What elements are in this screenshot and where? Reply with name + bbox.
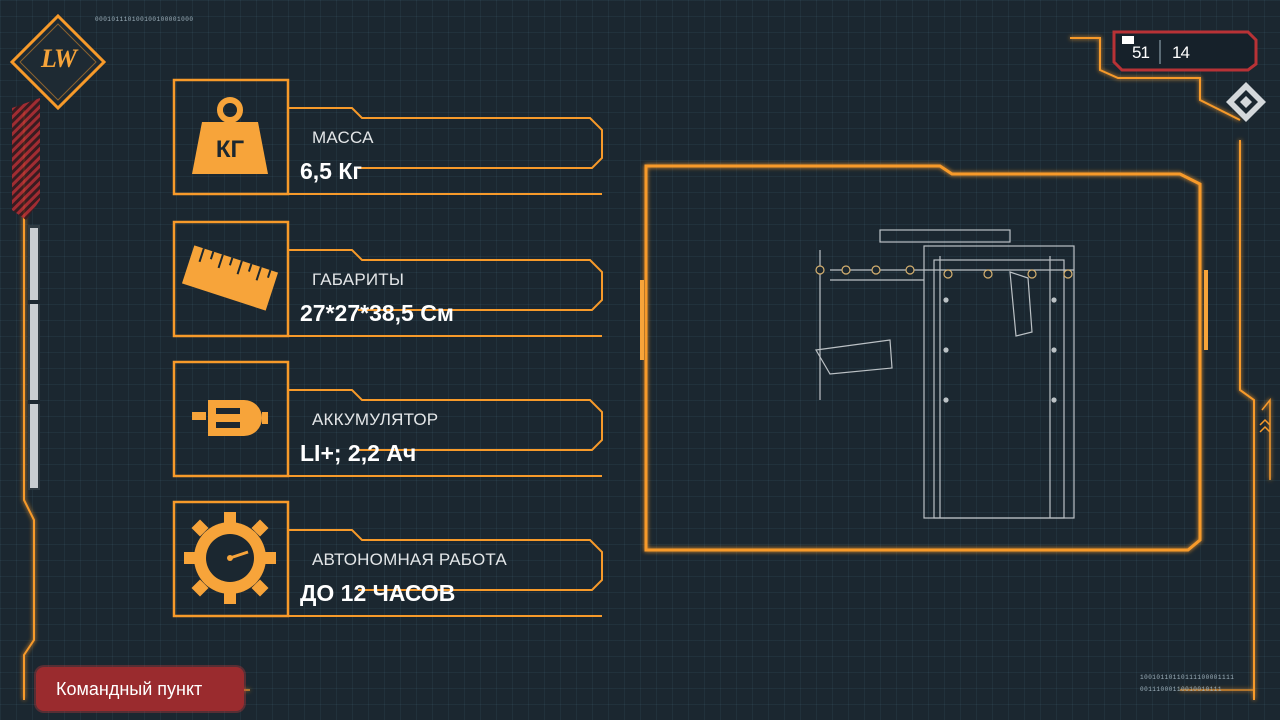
- product-wireframe: [815, 229, 1075, 519]
- spec-label-dimensions: ГАБАРИТЫ: [312, 270, 405, 289]
- weight-icon: [192, 97, 268, 174]
- spec-value-mass: 6,5 Кг: [300, 158, 362, 184]
- command-post-button[interactable]: Командный пункт: [36, 667, 244, 711]
- spec-card-frame: [172, 360, 603, 478]
- spec-label-battery: АККУМУЛЯТОР: [312, 410, 439, 429]
- status-value-1: 51: [1132, 43, 1150, 62]
- gear-clock-icon: [184, 512, 276, 604]
- ruler-icon: [181, 245, 279, 311]
- spec-card-frame: [172, 220, 603, 338]
- spec-card-frame: [172, 500, 603, 618]
- binary-code-bottom-2: 00111000110010010111: [1140, 686, 1223, 693]
- product-viewport: [640, 164, 1208, 552]
- binary-code-top: 000101110100100100001000: [95, 16, 194, 23]
- spec-card-dimensions: ГАБАРИТЫ 27*27*38,5 См: [172, 220, 604, 338]
- status-value-2: 14: [1172, 43, 1190, 62]
- brand-logo-text: LW: [40, 44, 77, 73]
- brand-logo: [10, 14, 106, 110]
- spec-card-battery: АККУМУЛЯТОР LI+; 2,2 Ач: [172, 360, 604, 478]
- spec-label-autonomy: АВТОНОМНАЯ РАБОТА: [312, 550, 507, 569]
- status-widget: [1112, 30, 1258, 72]
- spec-value-battery: LI+; 2,2 Ач: [300, 440, 417, 466]
- command-post-label: Командный пункт: [56, 679, 203, 699]
- weight-icon-label: КГ: [215, 136, 245, 163]
- spec-card-autonomy: АВТОНОМНАЯ РАБОТА ДО 12 ЧАСОВ: [172, 500, 604, 618]
- spec-card-mass: КГ МАССА 6,5 Кг: [172, 78, 604, 196]
- battery-plug-icon: [192, 400, 268, 436]
- spec-label-mass: МАССА: [312, 128, 374, 147]
- spec-value-dimensions: 27*27*38,5 См: [300, 300, 454, 326]
- spec-card-frame: [172, 78, 603, 196]
- spec-value-autonomy: ДО 12 ЧАСОВ: [300, 580, 456, 606]
- navigation-button[interactable]: [1224, 80, 1268, 124]
- binary-code-bottom-1: 10010110110111100001111: [1140, 674, 1235, 681]
